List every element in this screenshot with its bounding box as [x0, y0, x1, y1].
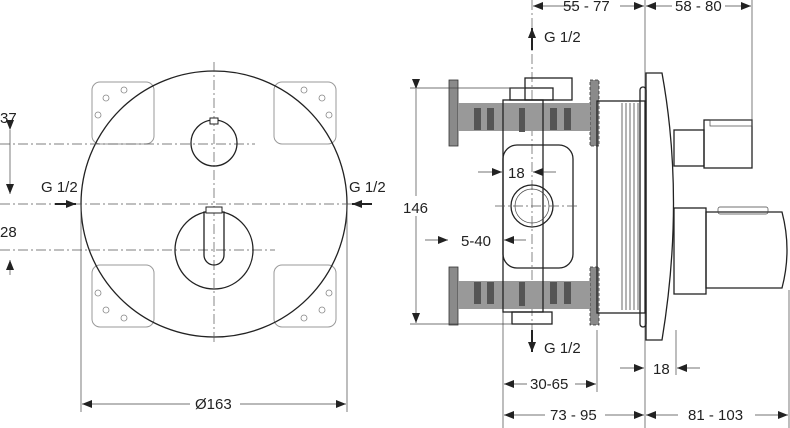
dim-146: 146 — [403, 200, 428, 217]
dim-18-port: 18 — [508, 165, 525, 182]
dim-28: 28 — [0, 224, 17, 241]
escutcheon-side — [645, 72, 675, 341]
dim-30-65: 30-65 — [530, 376, 568, 393]
diverter-handle — [703, 119, 753, 169]
inlet-left-label: G 1/2 — [41, 179, 78, 196]
front-view: 37 28 G 1/2 G 1/2 Ø163 — [0, 62, 386, 413]
dim-55-77: 55 - 77 — [563, 0, 610, 15]
thermostat-handle — [705, 211, 788, 289]
dim-18-plate: 18 — [653, 361, 670, 378]
diameter-label: Ø163 — [195, 396, 232, 413]
dim-37: 37 — [0, 110, 17, 127]
outlet-top-label: G 1/2 — [544, 29, 581, 46]
dim-58-80: 58 - 80 — [675, 0, 722, 15]
dim-81-103: 81 - 103 — [688, 407, 743, 424]
dim-5-40: 5-40 — [461, 233, 491, 250]
outlet-bottom-label: G 1/2 — [544, 340, 581, 357]
port-housing — [502, 144, 574, 269]
dim-73-95: 73 - 95 — [550, 407, 597, 424]
side-view: 55 - 77 58 - 80 G 1/2 G 1/2 146 18 5-40 … — [402, 0, 790, 428]
inlet-right-label: G 1/2 — [349, 179, 386, 196]
lever — [203, 211, 225, 266]
